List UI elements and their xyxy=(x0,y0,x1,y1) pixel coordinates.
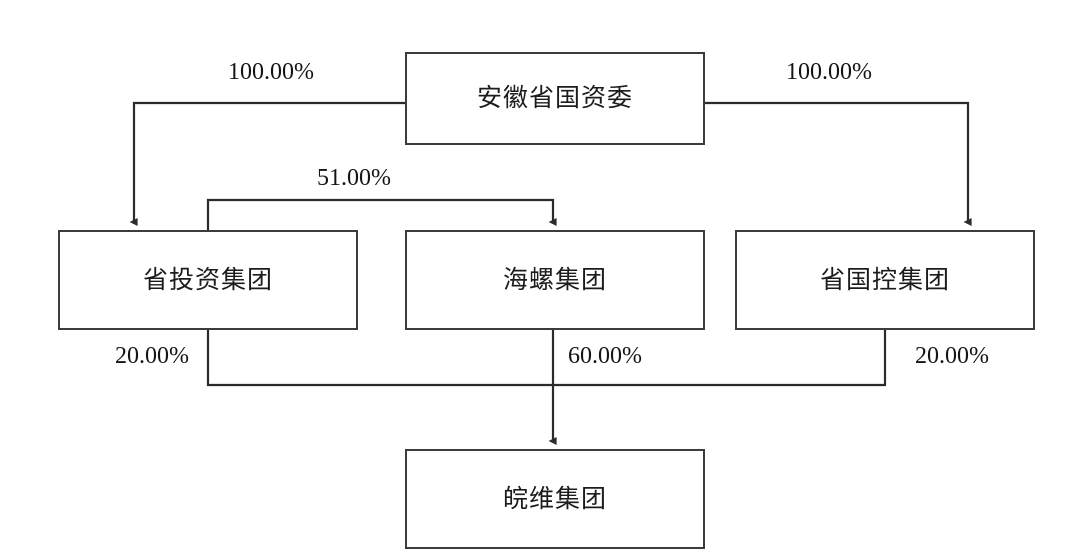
node-invest-group-label: 省投资集团 xyxy=(142,266,273,294)
edge-sasac-to-invest xyxy=(129,101,405,227)
edge-label-invest-to-conch: 51.00% xyxy=(317,165,391,191)
node-wanwei-group[interactable]: 皖维集团 xyxy=(405,449,705,549)
node-state-holding-group-label: 省国控集团 xyxy=(819,266,950,294)
edge-invest-to-conch xyxy=(206,198,557,230)
edge-label-conch-to-wanwei: 60.00% xyxy=(568,343,642,369)
node-wanwei-group-label: 皖维集团 xyxy=(502,485,607,513)
node-sasac-label: 安徽省国资委 xyxy=(476,85,633,112)
node-invest-group[interactable]: 省投资集团 xyxy=(58,230,358,330)
edge-holding-to-wanwei xyxy=(553,330,887,387)
node-state-holding-group[interactable]: 省国控集团 xyxy=(735,230,1035,330)
edge-label-holding-to-wanwei: 20.00% xyxy=(915,343,989,369)
edge-label-sasac-to-holding: 100.00% xyxy=(786,59,872,85)
node-conch-group[interactable]: 海螺集团 xyxy=(405,230,705,330)
edge-sasac-to-holding xyxy=(705,101,972,227)
node-conch-group-label: 海螺集团 xyxy=(502,266,607,294)
node-sasac[interactable]: 安徽省国资委 xyxy=(405,52,705,145)
edge-label-sasac-to-invest: 100.00% xyxy=(228,59,314,85)
edge-invest-to-wanwei xyxy=(206,330,553,387)
edge-label-invest-to-wanwei: 20.00% xyxy=(115,343,189,369)
